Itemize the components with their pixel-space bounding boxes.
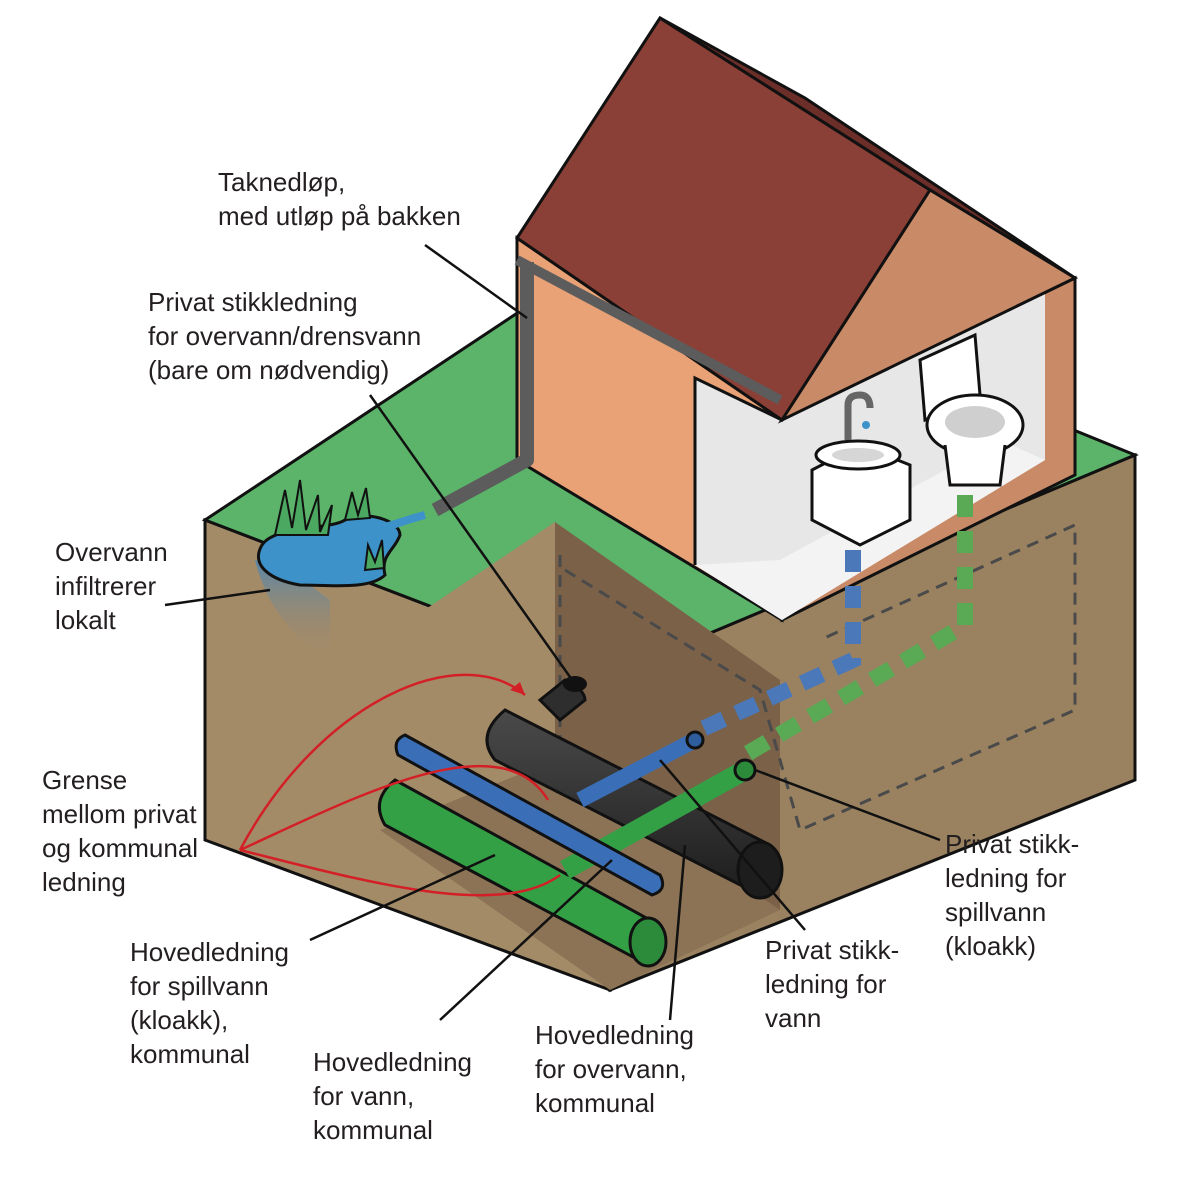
house [379, 15, 1079, 623]
toilet [918, 332, 1025, 487]
sink [810, 391, 912, 547]
pipes [377, 676, 784, 968]
arrow-to-water [239, 764, 550, 852]
roof-gutter [514, 255, 783, 405]
infiltration-seep [255, 560, 330, 660]
label-taknedlop: Taknedløp, med utløp på bakken [218, 167, 461, 231]
reeds-small [343, 487, 372, 522]
interior-edge [693, 375, 783, 565]
label-privat-overvann: Privat stikkledning for overvann/drensva… [148, 287, 422, 385]
dashed-waste-from-toilet [740, 495, 973, 762]
reeds [273, 479, 333, 536]
trench-back [555, 522, 780, 910]
water-service [576, 732, 699, 808]
label-overvann-infiltrerer: Overvann infiltrerer lokalt [55, 537, 168, 635]
arrow-to-sewer [239, 848, 561, 897]
dashed-waste-from-sink [696, 550, 861, 738]
label-hovedledning-spillvann: Hovedledning for spillvann (kloakk), kom… [130, 937, 290, 1069]
label-hovedledning-overvann: Hovedledning for overvann, kommunal [535, 1020, 695, 1118]
downpipe [431, 262, 534, 517]
label-privat-vann: Privat stikk- ledning for vann [765, 935, 900, 1033]
leader-lines [164, 243, 941, 1021]
water-main [394, 733, 665, 897]
arrowhead [510, 682, 525, 695]
downpipe-outlet-water [379, 511, 426, 532]
label-grense: Grense mellom privat og kommunal ledning [42, 765, 199, 897]
arrow-to-stormwater [238, 673, 526, 851]
reeds-small-2 [363, 539, 386, 572]
boundary-arrows [238, 673, 561, 897]
trench-front [380, 760, 780, 990]
foundation-outline-right [564, 522, 1077, 833]
service-lines [696, 495, 973, 762]
label-privat-spillvann: Privat stikk- ledning for spillvann (klo… [945, 829, 1080, 961]
gable [777, 187, 1079, 424]
pond [255, 479, 402, 660]
label-hovedledning-vann: Hovedledning for vann, kommunal [313, 1047, 473, 1145]
